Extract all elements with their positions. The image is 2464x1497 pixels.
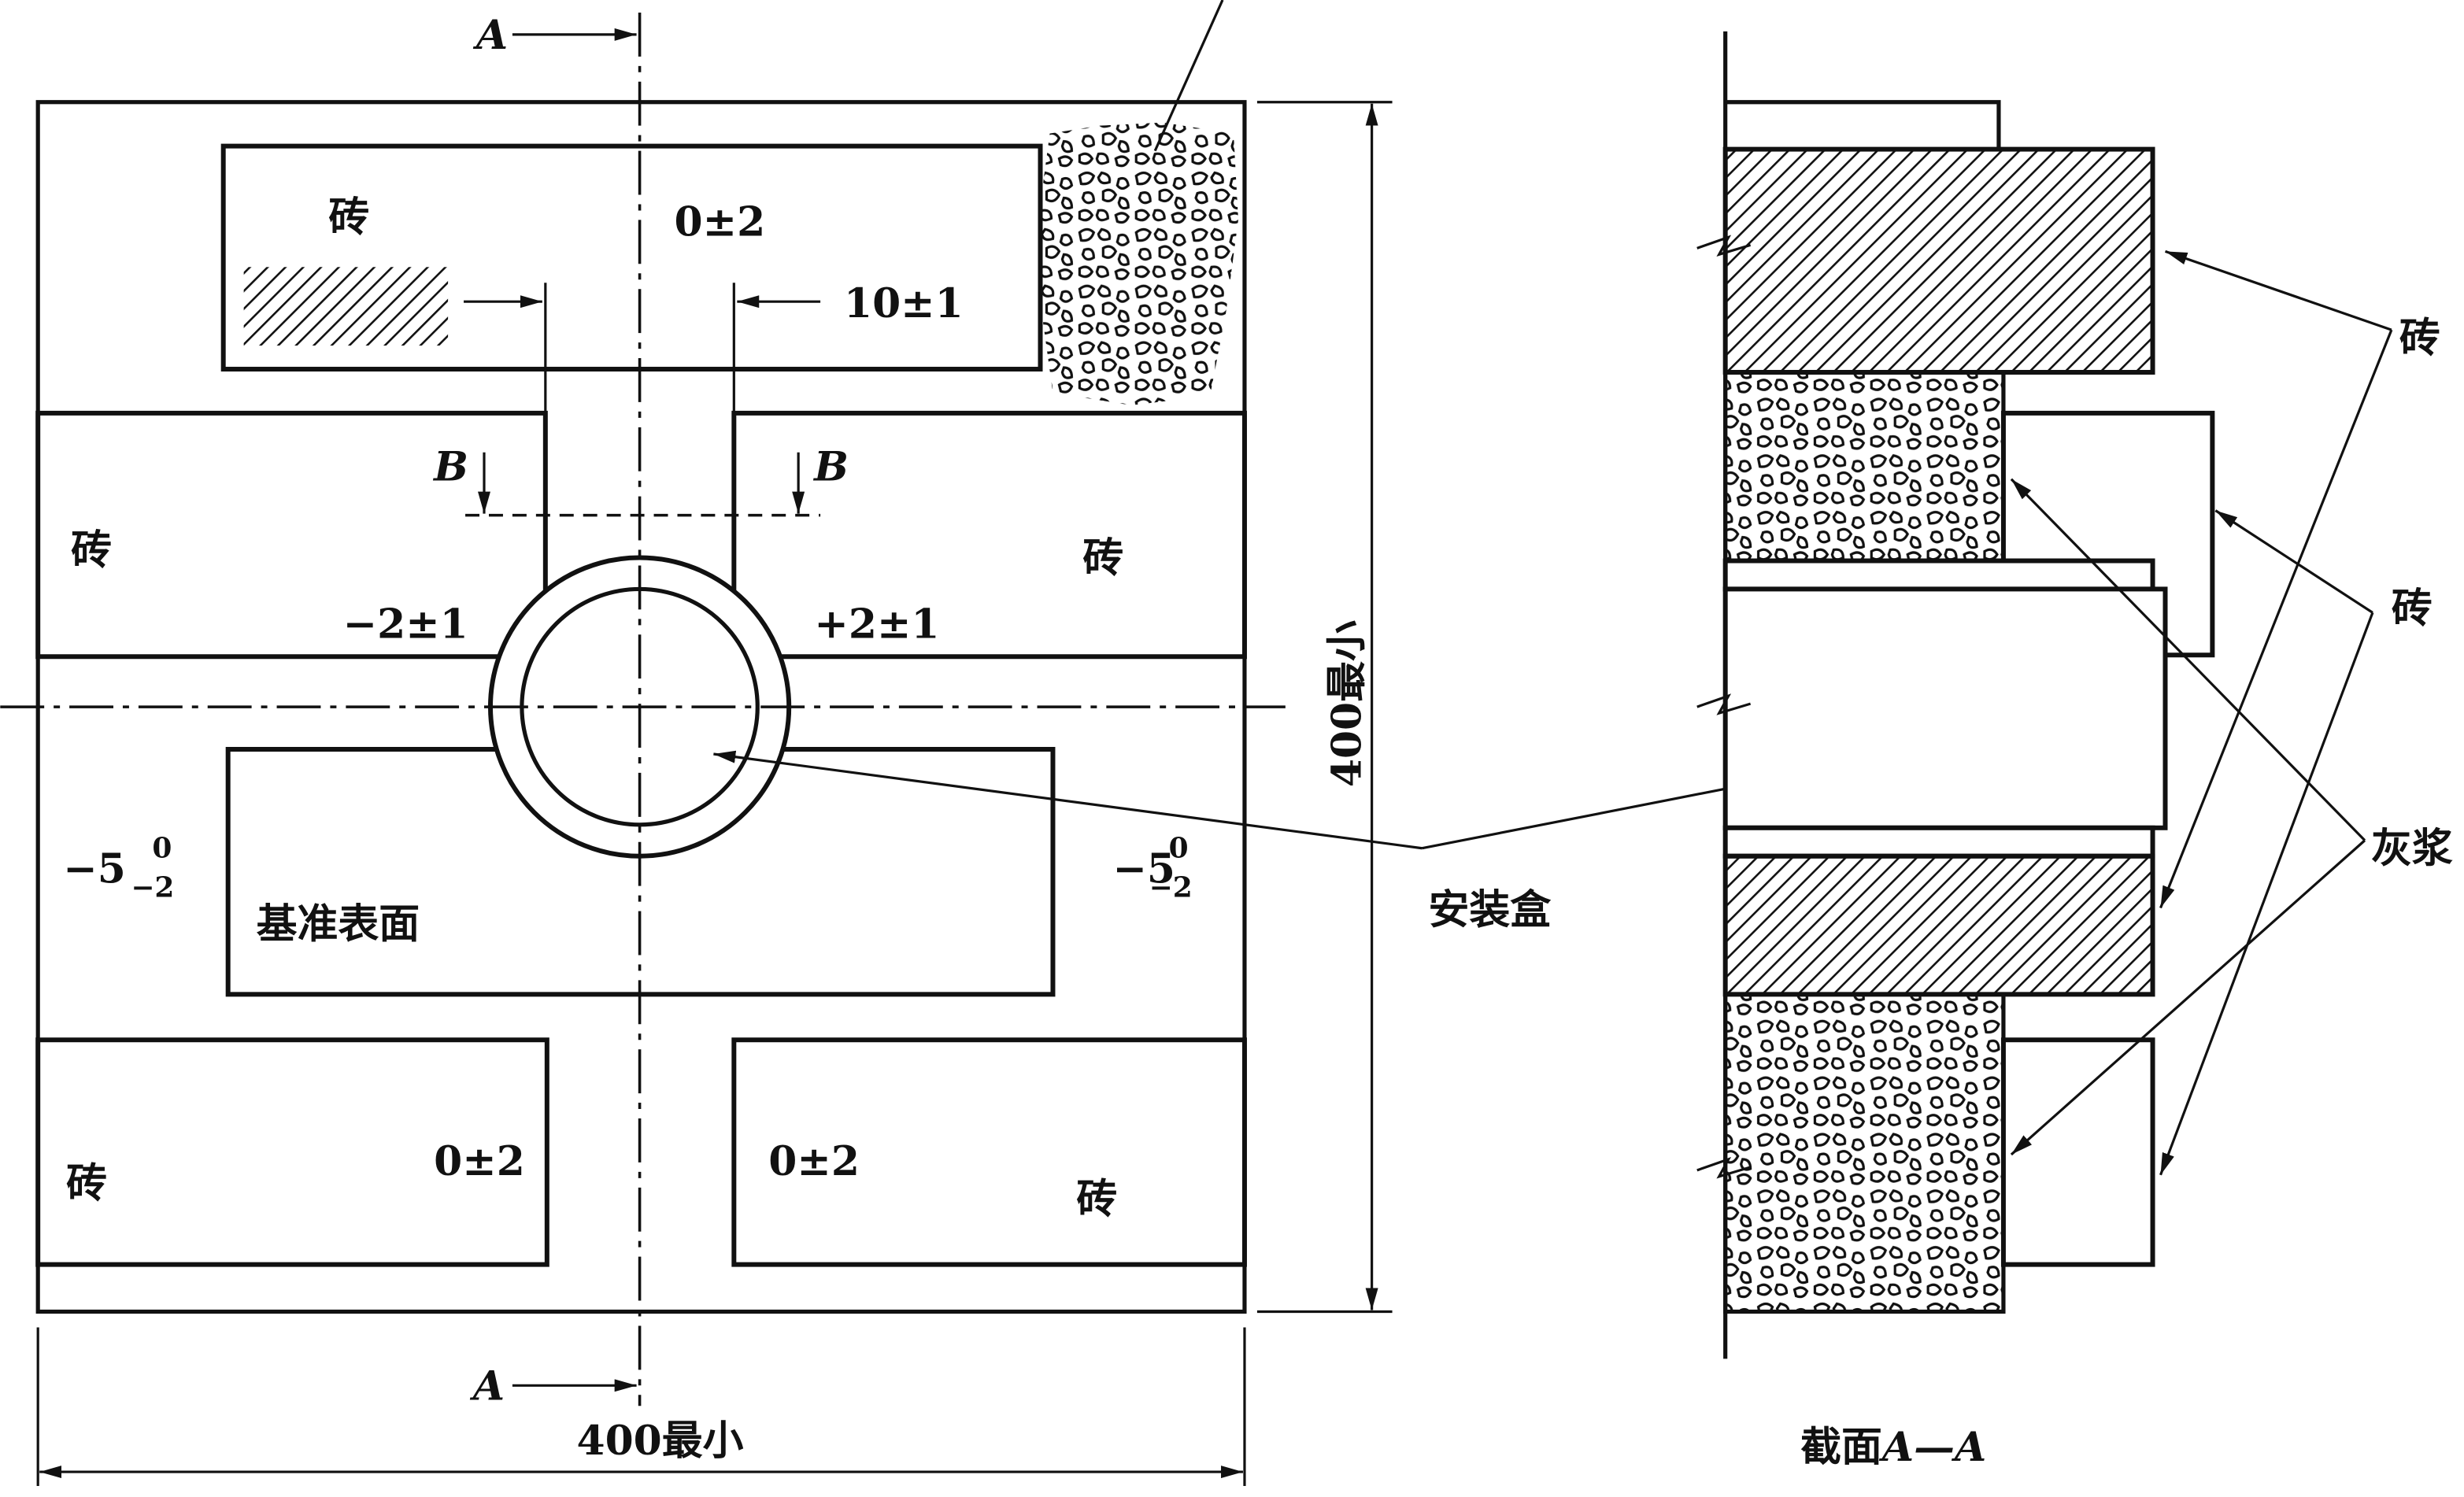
middle-left-brick — [35, 410, 548, 660]
bottom-left-brick-label: 砖 — [66, 1159, 107, 1207]
section-lower-strip — [1722, 825, 2155, 859]
right-side-tolerance-base: −5 — [1112, 845, 1175, 893]
left-side-tolerance: −5 0 −2 — [63, 832, 174, 904]
callout-leader-plan — [713, 750, 1423, 850]
section-mortar-callout: 灰浆 — [2371, 825, 2453, 873]
cut-label-right: B — [812, 443, 849, 491]
middle-right-brick — [731, 410, 1247, 660]
mortar-leader-upper — [2010, 478, 2366, 841]
installation-box-label: 安装盒 — [1428, 886, 1552, 934]
bottom-right-brick-label: 砖 — [1076, 1175, 1117, 1223]
section-lower-mortar — [1723, 992, 2006, 1314]
height-dimension-label: 400最小 — [1323, 620, 1371, 787]
brick-leader-upper-unhatched — [2214, 509, 2373, 614]
right-side-tolerance-upper: 0 — [1169, 832, 1189, 865]
section-top-hatched-brick — [1722, 146, 2155, 375]
middle-left-brick-label: 砖 — [71, 526, 112, 574]
section-title-section: A—A — [1878, 1423, 1986, 1471]
section-brick-callout-upper: 砖 — [2399, 314, 2440, 362]
reference-surface-label: 基准表面 — [257, 900, 420, 948]
middle-right-tolerance: +2±1 — [814, 600, 939, 648]
plan-view: A A 10±1 B B 砖 0±2 砖 砖 −2±1 +2±1 −5 0 −2… — [0, 0, 1393, 1487]
left-side-tolerance-upper: 0 — [152, 832, 172, 865]
section-upper-mortar — [1723, 370, 2006, 564]
left-side-tolerance-lower: −2 — [131, 871, 174, 904]
top-brick-hatch — [243, 267, 449, 346]
gap-dimension-label: 10±1 — [844, 279, 964, 327]
section-view: 砖 砖 灰浆 截面A—A — [1696, 31, 2453, 1471]
bottom-right-brick-tolerance: 0±2 — [768, 1137, 860, 1185]
section-label-top: A — [472, 11, 508, 59]
section-label-bottom: A — [469, 1362, 505, 1410]
bottom-left-brick — [35, 1037, 549, 1267]
brick-leader-lower-unhatched — [2159, 612, 2374, 1176]
middle-right-brick-label: 砖 — [1082, 534, 1123, 582]
cut-label-left: B — [432, 443, 468, 491]
section-lower-unhatched-brick — [2000, 1037, 2155, 1267]
left-side-tolerance-base: −5 — [63, 845, 126, 893]
break-mark-top — [1696, 235, 1752, 257]
top-brick-tolerance: 0±2 — [675, 198, 766, 246]
brick-leader-bottom-hatched — [2159, 329, 2393, 909]
mortar-leader-lower — [2010, 839, 2366, 1156]
bottom-left-brick-tolerance: 0±2 — [434, 1137, 525, 1185]
bottom-right-brick — [731, 1037, 1247, 1267]
mortar-leader-line — [1153, 0, 1224, 152]
section-lower-hatched-brick — [1722, 853, 2155, 997]
right-side-tolerance-lower: −2 — [1149, 871, 1193, 904]
width-dimension-label: 400最小 — [577, 1417, 744, 1465]
section-top-cap — [1725, 100, 2001, 150]
section-brick-callout-lower: 砖 — [2392, 584, 2433, 632]
brick-leader-top-hatched — [2164, 250, 2392, 331]
break-mark-middle — [1696, 693, 1752, 715]
section-title: 截面A—A — [1800, 1423, 1986, 1471]
plan-mortar-patch — [1040, 122, 1238, 405]
section-installation-box — [1722, 586, 2168, 830]
section-upper-strip — [1722, 558, 2155, 592]
right-side-tolerance: −5 0 −2 — [1112, 832, 1192, 904]
middle-left-tolerance: −2±1 — [343, 600, 468, 648]
break-mark-bottom — [1696, 1157, 1752, 1179]
top-brick-label: 砖 — [328, 193, 369, 241]
section-title-prefix: 截面 — [1800, 1423, 1882, 1471]
